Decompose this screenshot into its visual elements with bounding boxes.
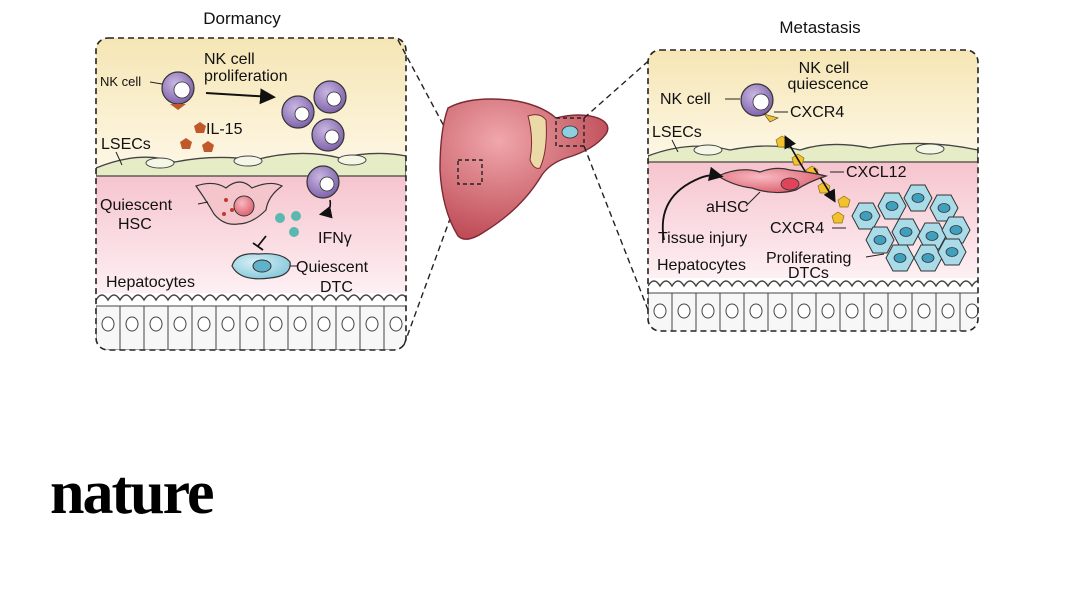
nk-cell-left — [161, 71, 195, 110]
dtc-label-2: DTC — [320, 279, 353, 296]
hepatocyte-nucleus — [725, 303, 739, 319]
hepatocyte-nucleus — [125, 316, 139, 332]
nk-prolif-label-1: NK cell — [204, 51, 255, 68]
hepatocyte-nucleus — [221, 316, 235, 332]
prolif-dtc-label-2: DTCs — [788, 265, 829, 282]
hepatocyte-nucleus — [653, 303, 667, 319]
nk-prolif-label-2: proliferation — [204, 68, 288, 85]
hepatocyte-nucleus — [797, 303, 811, 319]
ifng-molecules — [275, 211, 301, 237]
hepatocyte-nucleus — [677, 303, 691, 319]
dtc-nucleus — [873, 235, 887, 245]
nk-quiescence-label-1: NK cell — [799, 60, 850, 77]
cxcl12-label: CXCL12 — [846, 164, 907, 181]
hepatocyte-nucleus — [965, 303, 978, 319]
cxcr4-top-label: CXCR4 — [790, 104, 844, 121]
dtc-nucleus — [899, 227, 913, 237]
hepatocyte-cell — [863, 292, 889, 331]
quiescent-hsc — [195, 181, 284, 225]
hepatocyte-nucleus — [821, 303, 835, 319]
il15-molecules — [180, 122, 214, 152]
dormancy-title: Dormancy — [203, 9, 281, 28]
hepatocyte-nucleus — [749, 303, 763, 319]
ifng-label: IFNγ — [318, 230, 352, 247]
hepatocyte-nucleus — [101, 316, 115, 332]
liver-illustration — [439, 98, 609, 240]
hepatocyte-nucleus — [173, 316, 187, 332]
hepatocyte-nucleus — [701, 303, 715, 319]
tissue-injury-label: Tissue injury — [658, 230, 747, 247]
hepatocyte-nucleus — [917, 303, 931, 319]
dtc-nucleus — [911, 193, 925, 203]
dtc-label-1: Quiescent — [296, 259, 369, 276]
hepatocyte-nucleus — [365, 316, 379, 332]
prolif-dtc-label-1: Proliferating — [766, 250, 851, 267]
hepatocyte-nucleus — [341, 316, 355, 332]
zoom-lines-right — [583, 55, 655, 321]
metastasis-title: Metastasis — [779, 18, 860, 37]
dtc-nucleus — [921, 253, 935, 263]
hepatocyte-nucleus — [149, 316, 163, 332]
ahsc-label: aHSC — [706, 199, 749, 216]
activated-hsc — [716, 167, 829, 194]
hepatocyte-nucleus — [389, 316, 403, 332]
il15-label: IL-15 — [206, 121, 243, 138]
hepatocyte-nucleus — [773, 303, 787, 319]
dtc-nucleus — [893, 253, 907, 263]
lsec-layer-right — [648, 142, 978, 163]
quiescent-dtc — [231, 253, 291, 280]
hepatocyte-nucleus — [869, 303, 883, 319]
tissue-injury-arrow — [661, 166, 724, 241]
metastasis-panel: Metastasis NK cell quiescence NK cell — [647, 18, 979, 332]
nk-quiescence-label-2: quiescence — [788, 76, 869, 93]
dtc-nucleus — [885, 201, 899, 211]
dtc-nucleus — [949, 225, 963, 235]
hepatocyte-layer-right — [648, 280, 978, 331]
nk-cell-label-right: NK cell — [660, 91, 711, 108]
dormancy-panel: Dormancy NK cell — [95, 9, 407, 351]
dtc-nucleus — [945, 247, 959, 257]
lsec-layer — [96, 152, 406, 177]
hsc-label-2: HSC — [118, 216, 152, 233]
dtc-nucleus — [859, 211, 873, 221]
proliferating-dtc-cluster — [851, 184, 971, 272]
hepatocyte-layer-left — [96, 294, 406, 350]
hepatocyte-nucleus — [845, 303, 859, 319]
hepatocyte-nucleus — [941, 303, 955, 319]
cxcr4-mid-label: CXCR4 — [770, 220, 824, 237]
nature-logo: nature — [50, 459, 215, 527]
nk-cell-cluster — [281, 80, 347, 199]
dtc-nucleus — [925, 231, 939, 241]
hepatocyte-nucleus — [197, 316, 211, 332]
hepatocytes-label-right: Hepatocytes — [657, 257, 746, 274]
nk-cell-right — [740, 83, 779, 123]
lsecs-label-right: LSECs — [652, 124, 702, 141]
lsecs-label-left: LSECs — [101, 136, 151, 153]
hepatocyte-nucleus — [317, 316, 331, 332]
hepatocyte-nucleus — [293, 316, 307, 332]
hepatocyte-nucleus — [893, 303, 907, 319]
hepatocytes-label-left: Hepatocytes — [106, 274, 195, 291]
hepatocyte-nucleus — [269, 316, 283, 332]
dtc-nucleus — [937, 203, 951, 213]
nk-cell-label: NK cell — [100, 74, 141, 89]
hepatocyte-nucleus — [245, 316, 259, 332]
proliferation-arrow — [205, 88, 276, 105]
hsc-label-1: Quiescent — [100, 197, 173, 214]
